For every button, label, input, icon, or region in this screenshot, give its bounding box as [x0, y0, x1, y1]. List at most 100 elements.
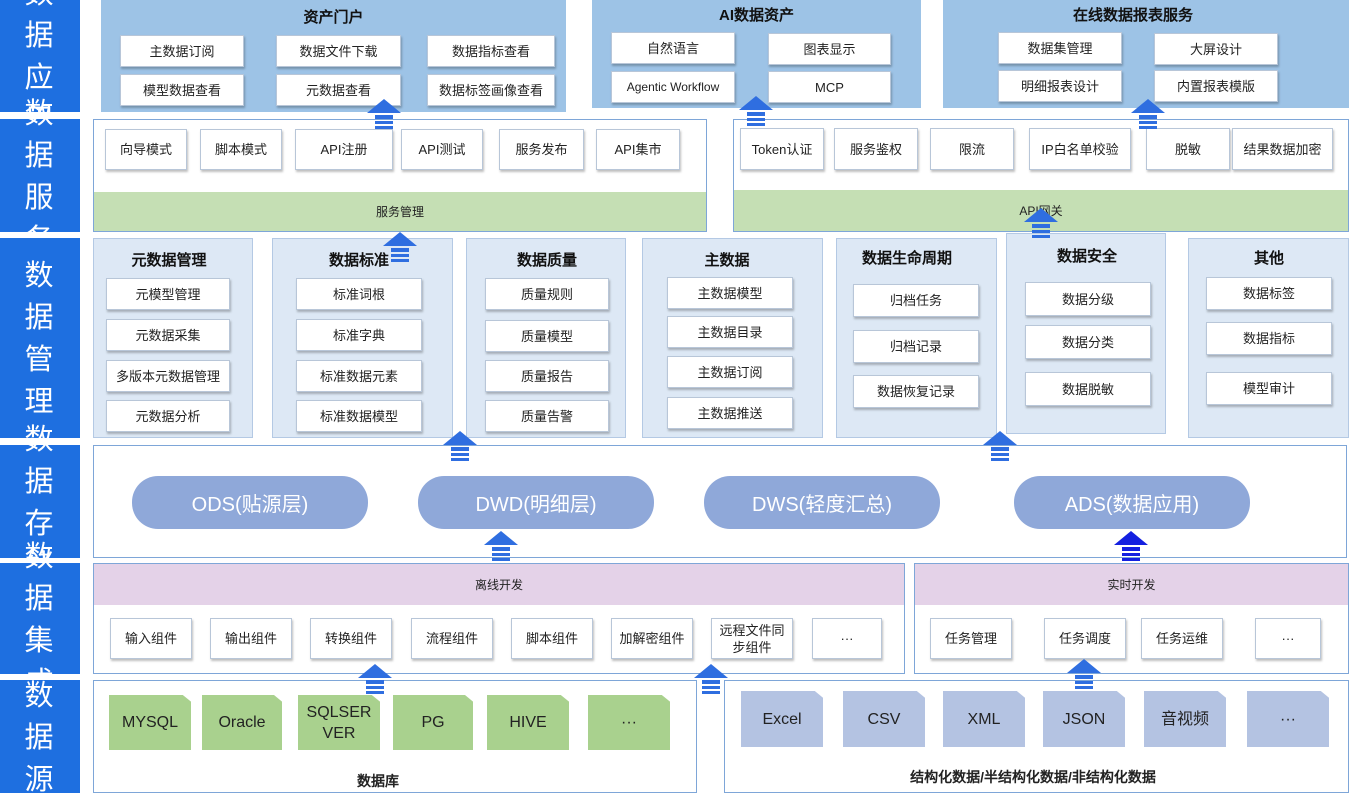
offline-component: 远程文件同步组件	[711, 618, 793, 659]
data-lifecycle-panel: 数据生命周期 归档任务 归档记录 数据恢复记录	[836, 238, 997, 438]
service-item: API测试	[401, 129, 483, 170]
db-source: SQLSERVER	[298, 695, 380, 750]
master-data-title: 主数据	[704, 252, 750, 269]
offline-component: 流程组件	[411, 618, 493, 659]
up-arrow-icon	[739, 96, 773, 126]
service-item: API集市	[596, 129, 680, 170]
storage-layer-ads: ADS(数据应用)	[1014, 476, 1250, 529]
up-arrow-icon	[1024, 208, 1058, 238]
other-item: 数据标签	[1206, 277, 1332, 310]
up-arrow-icon	[484, 531, 518, 561]
security-item: 数据分级	[1025, 282, 1151, 316]
up-arrow-icon	[1131, 99, 1165, 129]
realtime-dev-bar: 实时开发	[915, 564, 1348, 605]
data-lifecycle-title: 数据生命周期	[861, 250, 952, 267]
service-item: 向导模式	[105, 129, 187, 170]
ai-assets-item: 图表显示	[768, 33, 891, 65]
realtime-component: 任务管理	[930, 618, 1012, 659]
online-report-panel: 在线数据报表服务 数据集管理 大屏设计 明细报表设计 内置报表模版	[943, 0, 1349, 108]
realtime-component: 任务运维	[1141, 618, 1223, 659]
storage-layer-dws: DWS(轻度汇总)	[704, 476, 940, 529]
realtime-component: 任务调度	[1044, 618, 1126, 659]
layer-label-manage: 数据管理	[0, 238, 80, 438]
layer-label-service: 数据服务	[0, 96, 80, 256]
master-data-item: 主数据订阅	[667, 356, 793, 388]
db-source: HIVE	[487, 695, 569, 750]
metadata-item: 元模型管理	[106, 278, 230, 310]
master-data-item: 主数据推送	[667, 397, 793, 429]
offline-component: 输出组件	[210, 618, 292, 659]
online-report-item: 明细报表设计	[998, 70, 1122, 102]
file-source-panel: Excel CSV XML JSON 音视频 ··· 结构化数据/半结构化数据/…	[724, 680, 1349, 793]
standard-item: 标准字典	[296, 319, 422, 351]
data-security-title: 数据安全	[1056, 248, 1117, 265]
offline-dev-panel: 离线开发 输入组件 输出组件 转换组件 流程组件 脚本组件 加解密组件 远程文件…	[93, 563, 905, 674]
data-security-panel: 数据安全 数据分级 数据分类 数据脱敏	[1006, 233, 1166, 434]
other-panel: 其他 数据标签 数据指标 模型审计	[1188, 238, 1349, 438]
ai-assets-title: AI数据资产	[718, 7, 794, 24]
file-source: JSON	[1043, 691, 1125, 747]
standard-item: 标准数据元素	[296, 360, 422, 392]
data-standard-title: 数据标准	[328, 252, 389, 269]
online-report-title: 在线数据报表服务	[1072, 7, 1193, 24]
online-report-item: 内置报表模版	[1154, 70, 1278, 102]
db-source: MYSQL	[109, 695, 191, 750]
file-source: CSV	[843, 691, 925, 747]
up-arrow-icon	[383, 232, 417, 262]
master-data-item: 主数据目录	[667, 316, 793, 348]
storage-layer-ods: ODS(贴源层)	[132, 476, 368, 529]
gateway-item: IP白名单校验	[1029, 128, 1131, 170]
standard-item: 标准数据模型	[296, 400, 422, 432]
offline-component: 输入组件	[110, 618, 192, 659]
asset-portal-item: 主数据订阅	[120, 35, 244, 67]
asset-portal-item: 元数据查看	[276, 74, 401, 106]
service-item: API注册	[295, 129, 393, 170]
gateway-item: 脱敏	[1146, 128, 1230, 170]
service-item: 服务发布	[499, 129, 584, 170]
storage-panel: ODS(贴源层) DWD(明细层) DWS(轻度汇总) ADS(数据应用)	[93, 445, 1347, 558]
gateway-item: 服务鉴权	[834, 128, 918, 170]
quality-item: 质量告警	[485, 400, 609, 432]
offline-component: 加解密组件	[611, 618, 693, 659]
realtime-dev-panel: 实时开发 任务管理 任务调度 任务运维 ···	[914, 563, 1349, 674]
online-report-item: 大屏设计	[1154, 33, 1278, 65]
asset-portal-panel: 资产门户 主数据订阅 数据文件下载 数据指标查看 模型数据查看 元数据查看 数据…	[101, 0, 566, 112]
layer-label-integration: 数据集成	[0, 539, 80, 699]
offline-component-more: ···	[812, 618, 882, 659]
other-title: 其他	[1253, 250, 1284, 267]
file-source: Excel	[741, 691, 823, 747]
file-source: 音视频	[1144, 691, 1226, 747]
file-source: XML	[943, 691, 1025, 747]
up-arrow-icon	[367, 99, 401, 129]
db-source-more: ···	[588, 695, 670, 750]
master-data-panel: 主数据 主数据模型 主数据目录 主数据订阅 主数据推送	[642, 238, 823, 438]
other-item: 数据指标	[1206, 322, 1332, 355]
ai-assets-item: MCP	[768, 71, 891, 103]
storage-layer-dwd: DWD(明细层)	[418, 476, 654, 529]
metadata-item: 元数据分析	[106, 400, 230, 432]
security-item: 数据分类	[1025, 325, 1151, 359]
offline-component: 脚本组件	[511, 618, 593, 659]
metadata-item: 元数据采集	[106, 319, 230, 351]
standard-item: 标准词根	[296, 278, 422, 310]
quality-item: 质量规则	[485, 278, 609, 310]
offline-component: 转换组件	[310, 618, 392, 659]
db-source: Oracle	[202, 695, 282, 750]
security-item: 数据脱敏	[1025, 372, 1151, 406]
asset-portal-title: 资产门户	[303, 9, 364, 26]
db-source: PG	[393, 695, 473, 750]
metadata-management-panel: 元数据管理 元模型管理 元数据采集 多版本元数据管理 元数据分析	[93, 238, 253, 438]
file-source-more: ···	[1247, 691, 1329, 747]
ai-assets-panel: AI数据资产 自然语言 图表显示 Agentic Workflow MCP	[592, 0, 921, 108]
ai-assets-item: Agentic Workflow	[611, 71, 735, 103]
data-quality-panel: 数据质量 质量规则 质量模型 质量报告 质量告警	[466, 238, 626, 438]
service-management-panel: 向导模式 脚本模式 API注册 API测试 服务发布 API集市 服务管理	[93, 119, 707, 232]
other-item: 模型审计	[1206, 372, 1332, 405]
layer-label-storage: 数据存储	[0, 422, 80, 582]
ai-assets-item: 自然语言	[611, 32, 735, 64]
lifecycle-item: 归档任务	[853, 284, 979, 317]
database-source-panel: MYSQL Oracle SQLSERVER PG HIVE ··· 数据库	[93, 680, 697, 793]
lifecycle-item: 数据恢复记录	[853, 375, 979, 408]
up-arrow-icon	[1114, 531, 1148, 561]
data-quality-title: 数据质量	[516, 252, 577, 269]
